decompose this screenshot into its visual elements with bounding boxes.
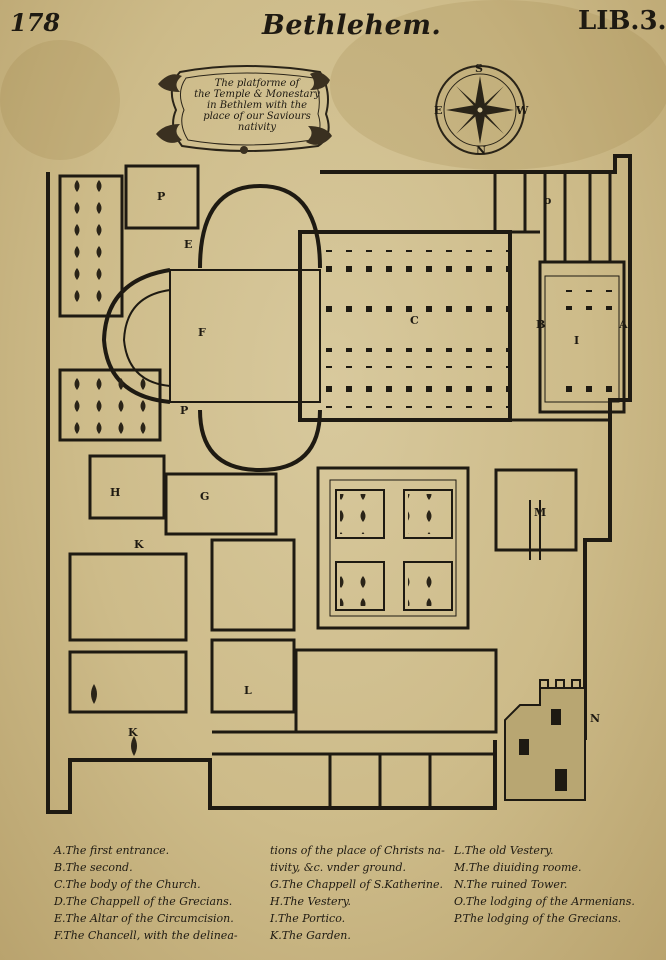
label-e-altar: E [184,238,193,251]
legend-column-1: A.The first entrance. B.The second. C.Th… [54,842,238,944]
legend-item: E.The Altar of the Circumcision. [54,912,234,925]
label-m-dividing: M [534,506,547,519]
legend-item: O.The lodging of the Armenians. [454,895,635,908]
legend-item: H.The Vestery. [270,895,352,908]
legend-item: D.The Chappell of the Grecians. [54,895,233,908]
legend-item: G.The Chappell of S.Katherine. [270,878,443,891]
label-a-entrance: A [619,318,628,331]
ruined-tower-icon [504,679,586,801]
label-i-portico: I [574,334,580,347]
compass-west: W [516,104,529,117]
legend-item: tivity, &c. vnder ground. [270,861,407,874]
label-p-grecians: P [180,404,189,417]
legend-item: F.The Chancell, with the delinea- [54,929,238,942]
label-b-second: B [536,318,546,331]
label-f-chancel: F [198,326,206,339]
running-title: Bethlehem. [262,10,442,41]
label-k-garden-south: K [128,726,138,739]
legend-item: I.The Portico. [270,912,346,925]
legend-item: N.The ruined Tower. [454,878,568,891]
legend-item: B.The second. [54,861,133,874]
book-number: LIB.3. [578,6,666,36]
legend-item: L.The old Vestery. [454,844,554,857]
compass-east: E [434,104,443,117]
legend-item: tions of the place of Christs na- [270,844,445,857]
cartouche-frame-icon [156,65,332,154]
compass-rose: S N E W [430,60,530,160]
legend-item: C.The body of the Church. [54,878,201,891]
title-cartouche: The platforme of the Temple & Monestary … [150,62,338,154]
monastery-floor-plan [46,154,632,814]
compass-south: S [475,62,483,75]
page-number: 178 [10,8,61,37]
label-c-church: C [410,314,419,327]
legend-item: K.The Garden. [270,929,351,942]
label-o-armenians: o [544,194,552,207]
label-h-vestery: H [110,486,121,499]
legend-column-2: tions of the place of Christs na- tivity… [270,842,445,944]
legend-item: P.The lodging of the Grecians. [454,912,622,925]
legend-item: A.The first entrance. [54,844,170,857]
compass-north: N [476,144,487,157]
label-l-old-vestery: L [244,684,252,697]
label-g-chapel: G [200,490,210,503]
cartouche-text: The platforme of the Temple & Monestary … [194,78,320,133]
label-p-lodging: P [157,190,166,203]
compass-icon [435,65,525,155]
legend-column-3: L.The old Vestery. M.The diuiding roome.… [454,842,635,927]
label-k-garden: K [134,538,144,551]
plan-legend: A.The first entrance. B.The second. C.Th… [54,842,644,952]
label-n-tower: N [590,712,601,725]
legend-item: M.The diuiding roome. [454,861,582,874]
water-stain [0,40,120,160]
